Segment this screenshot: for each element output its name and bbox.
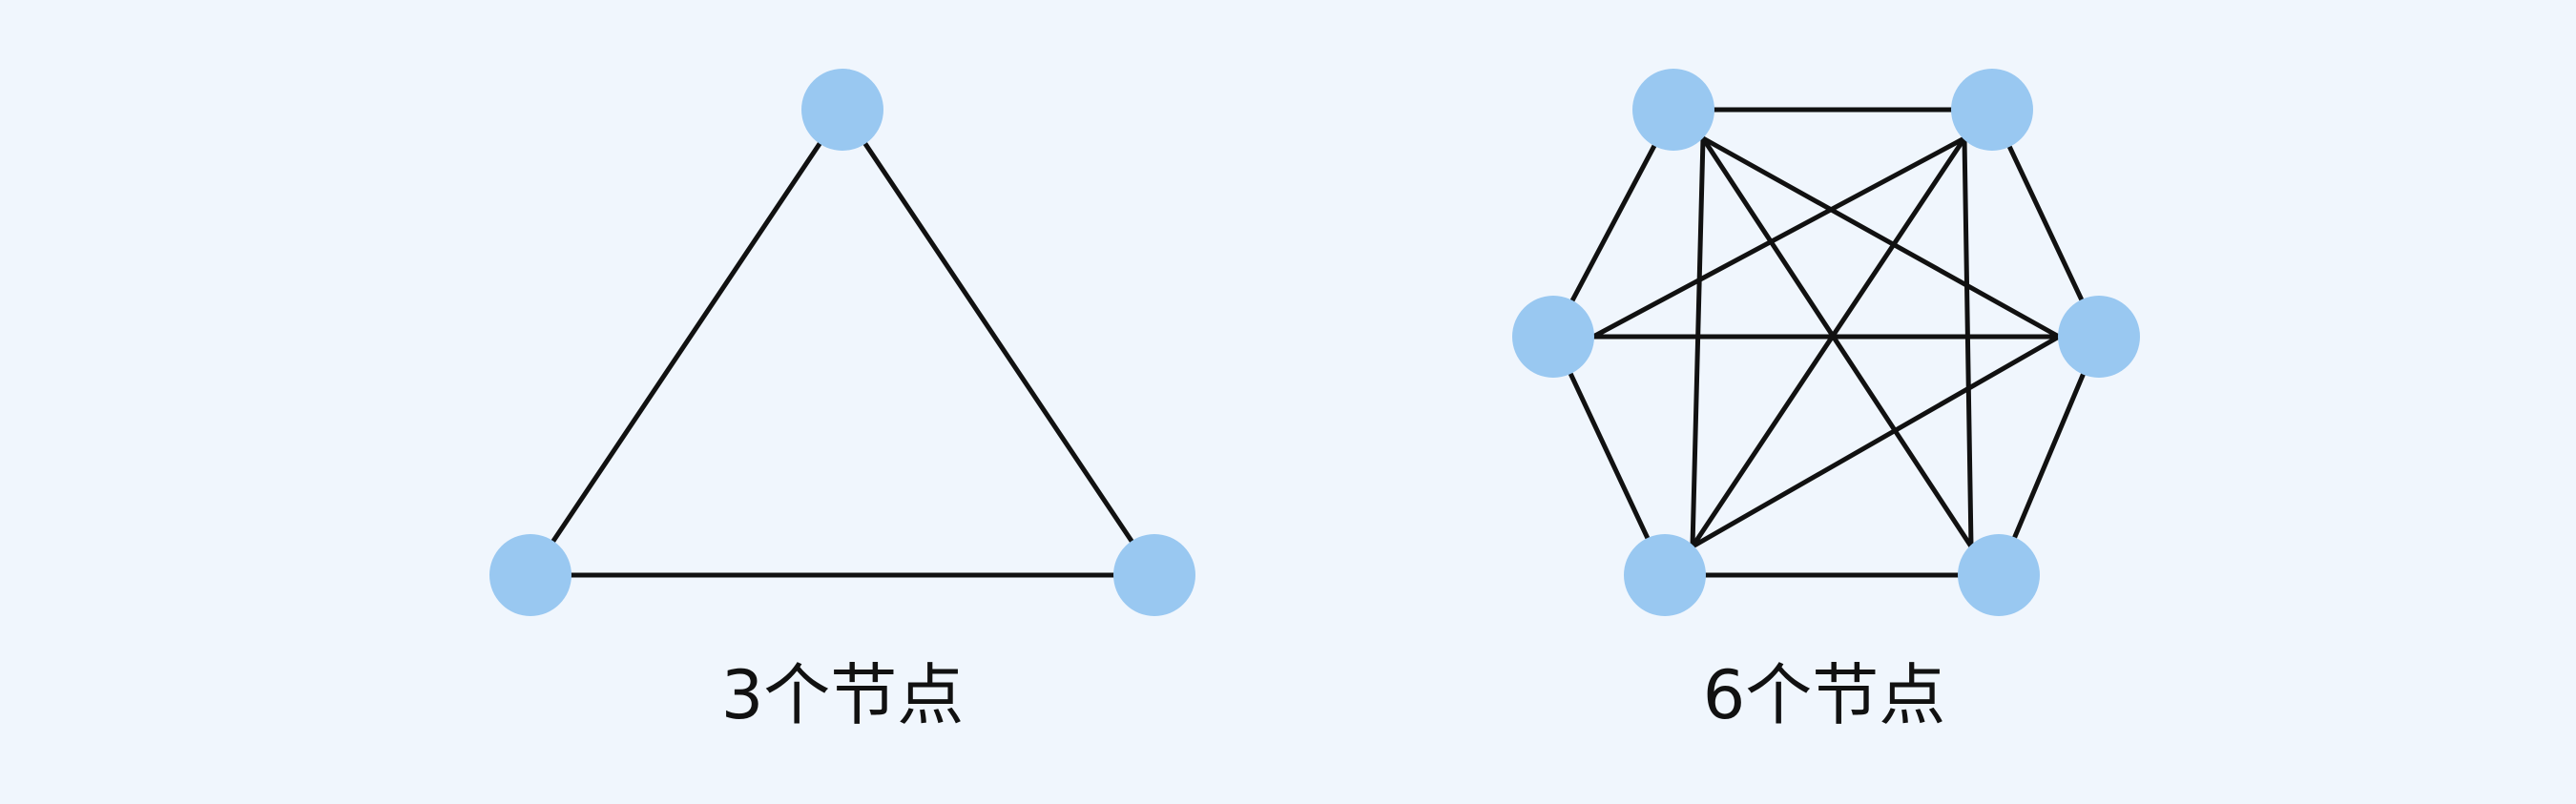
caption-6-nodes: 6个节点 [1703,656,1946,734]
edge-3-top-right [840,107,1157,578]
edge-6-diag-tl-br [1700,135,1974,549]
graph-6-nodes: 6个节点 [1512,69,2140,734]
edge-6-diag-tr-br [1962,135,1974,549]
graph-3-nodes-group [489,69,1195,616]
node-6-bottom-right [1958,534,2040,616]
node-6-top-right [1951,69,2033,151]
node-6-top-left [1632,69,1714,151]
node-3-top [801,69,883,151]
edge-6-upper-left [1550,107,1676,340]
edge-3-top-left [528,107,845,578]
caption-3-nodes: 3个节点 [721,656,965,734]
node-6-bottom-left [1624,534,1706,616]
graph-6-edges [1550,107,2102,578]
edge-6-upper-right [1989,107,2102,340]
node-3-bottom-left [489,534,571,616]
graph-3-edges [528,107,1157,578]
edge-6-lower-left [1550,334,1668,578]
edge-6-diag-tl-bl [1690,135,1706,549]
edge-6-diag-tl-r [1700,135,2062,340]
node-3-bottom-right [1113,534,1195,616]
edge-6-diag-r-bl [1690,334,2062,549]
edge-6-diag-tr-l [1590,135,1967,340]
graph-6-nodes-group [1512,69,2140,616]
edge-6-diag-tr-bl [1690,135,1967,549]
node-6-left [1512,296,1594,378]
edge-6-lower-right [1996,334,2102,578]
graph-3-nodes: 3个节点 [489,69,1195,734]
node-6-right [2058,296,2140,378]
